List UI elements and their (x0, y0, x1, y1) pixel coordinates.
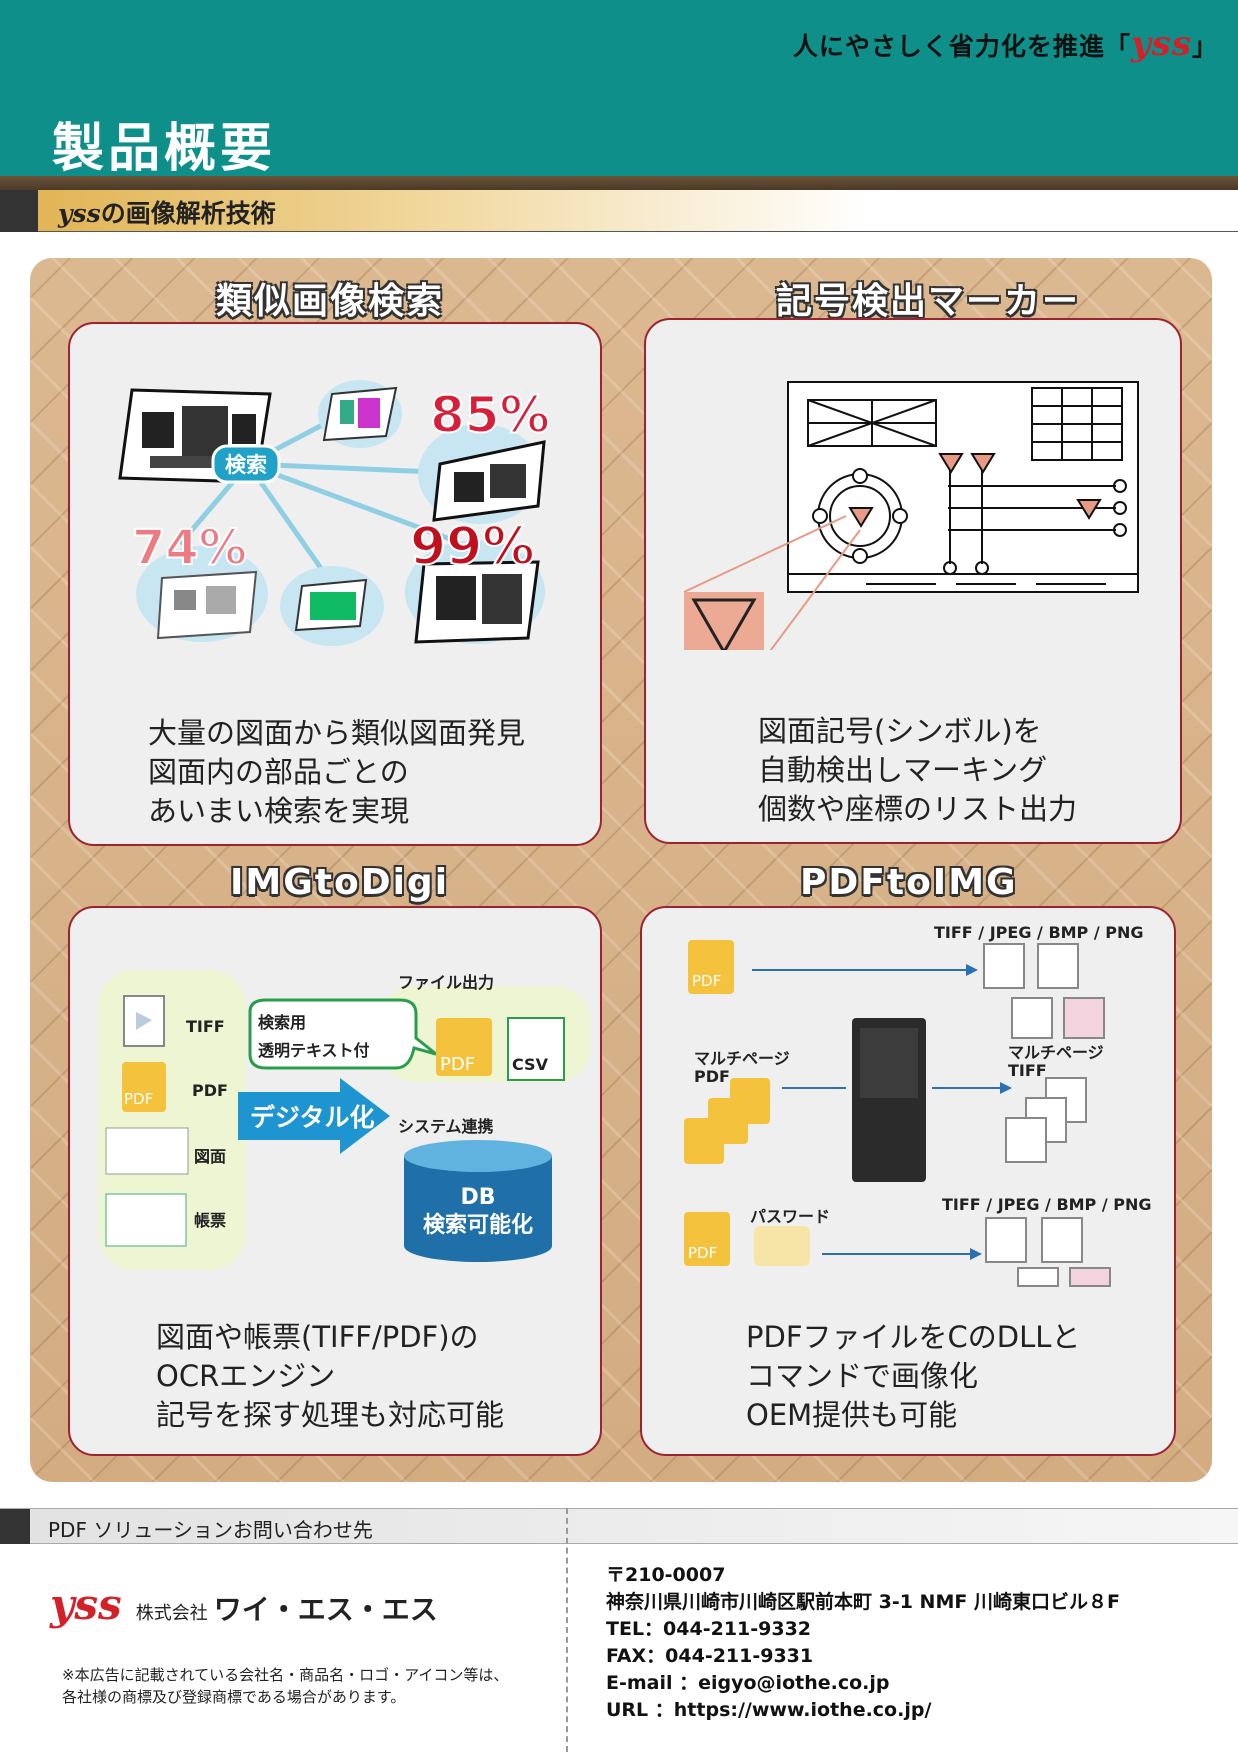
subtitle-bar: yssの画像解析技術 (0, 190, 1238, 232)
footer-divider (566, 1508, 568, 1752)
svg-text:CSV: CSV (512, 1055, 549, 1074)
svg-text:ファイル出力: ファイル出力 (398, 973, 494, 992)
svg-text:TIFF: TIFF (186, 1017, 225, 1036)
svg-text:PDF: PDF (688, 1244, 717, 1262)
svg-text:デジタル化: デジタル化 (250, 1103, 375, 1132)
pdftoimg-illustration: TIFF / JPEG / BMP / PNG PDF マルチページ PDF マ… (684, 923, 1152, 1287)
similar-search-illustration: 検索 85% 74% 99% (118, 380, 551, 646)
brand-logo: yss (1130, 24, 1192, 64)
search-badge: 検索 (225, 453, 267, 477)
svg-text:TIFF / JPEG / BMP / PNG: TIFF / JPEG / BMP / PNG (934, 923, 1144, 942)
imgtodigi-illustration: TIFF PDF PDF 図面 帳票 検索用 透明テキスト付 ファイル出力 PD… (98, 970, 590, 1270)
svg-text:システム連携: システム連携 (398, 1117, 494, 1136)
svg-text:PDF: PDF (440, 1054, 475, 1075)
svg-text:PDF: PDF (694, 1067, 730, 1086)
svg-text:マルチページ: マルチページ (1008, 1043, 1104, 1062)
svg-text:検索用: 検索用 (258, 1013, 306, 1032)
contact-bar: PDF ソリューションお問い合わせ先 (0, 1508, 1238, 1544)
panel-title-imgtodigi: IMGtoDigi (230, 862, 450, 903)
panel-description: 大量の図面から類似図面発見図面内の部品ごとのあいまい検索を実現 (148, 716, 526, 828)
email-link[interactable]: E-mail ：eigyo@iothe.co.jp (606, 1672, 890, 1694)
percent-74: 74% (132, 520, 247, 576)
symbol-marker-illustration (683, 381, 1139, 650)
disclaimer: ※本広告に記載されている会社名・商品名・ロゴ・アイコン等は、各社様の商標及び登録… (62, 1666, 509, 1706)
header-band (0, 176, 1238, 190)
tagline: 人にやさしく省力化を推進「yss」 (792, 24, 1218, 64)
svg-text:図面: 図面 (194, 1147, 226, 1166)
svg-text:PDF: PDF (192, 1081, 228, 1100)
percent-99: 99% (410, 517, 534, 577)
svg-text:TIFF / JPEG / BMP / PNG: TIFF / JPEG / BMP / PNG (942, 1195, 1152, 1214)
percent-85: 85% (430, 386, 550, 444)
panel-title-symbol-marker: 記号検出マーカー (776, 281, 1081, 322)
svg-text:DB: DB (460, 1185, 495, 1210)
panel-symbol-marker: 図面記号(シンボル)を自動検出しマーキング個数や座標のリスト出力 (644, 318, 1182, 844)
svg-text:検索可能化: 検索可能化 (423, 1212, 533, 1238)
header-bar (0, 0, 1238, 176)
url-link[interactable]: URL ：https://www.iothe.co.jp/ (606, 1699, 932, 1721)
svg-text:マルチページ: マルチページ (694, 1049, 790, 1068)
svg-text:PDF: PDF (124, 1090, 153, 1108)
panel-imgtodigi: TIFF PDF PDF 図面 帳票 検索用 透明テキスト付 ファイル出力 PD… (68, 906, 602, 1456)
panel-similar-search: 検索 85% 74% 99% 大量の図面から類似図面発見図面内の部品ごとのあいま… (68, 322, 602, 846)
brand-logo: yss (50, 1580, 122, 1629)
panel-pdftoimg: TIFF / JPEG / BMP / PNG PDF マルチページ PDF マ… (640, 906, 1176, 1456)
panel-title-similar-search: 類似画像検索 (216, 281, 445, 322)
brand-logo: yss (58, 199, 101, 228)
svg-text:TIFF: TIFF (1008, 1061, 1047, 1080)
panel-title-pdftoimg: PDFtoIMG (800, 862, 1018, 903)
svg-text:パスワード: パスワード (750, 1207, 830, 1226)
svg-text:帳票: 帳票 (194, 1211, 226, 1230)
page-title: 製品概要 (52, 119, 277, 179)
panel-description: 図面記号(シンボル)を自動検出しマーキング個数や座標のリスト出力 (758, 714, 1078, 826)
svg-text:PDF: PDF (692, 972, 721, 990)
svg-text:透明テキスト付: 透明テキスト付 (258, 1041, 370, 1060)
address-block: 〒210-0007 神奈川県川崎市川崎区駅前本町 3-1 NMF 川崎東口ビル８… (606, 1562, 1120, 1724)
